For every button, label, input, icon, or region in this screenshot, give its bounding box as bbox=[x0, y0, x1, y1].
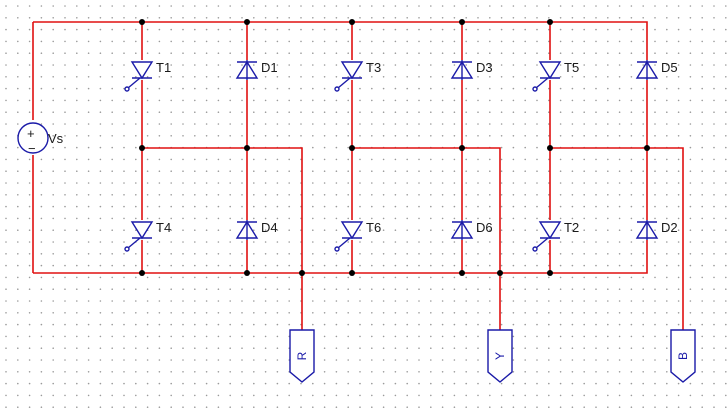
diode-label: D4 bbox=[261, 220, 278, 235]
diode-label: D3 bbox=[476, 60, 493, 75]
leg2-output-wire bbox=[352, 147, 501, 330]
thyristor-t2[interactable]: T2 bbox=[532, 220, 579, 252]
thyristor-t1[interactable]: T1 bbox=[124, 60, 171, 92]
diode-d1[interactable]: D1 bbox=[235, 60, 278, 80]
diode-label: D2 bbox=[661, 220, 678, 235]
diode-d2[interactable]: D2 bbox=[635, 220, 678, 240]
diode-d3[interactable]: D3 bbox=[450, 60, 493, 80]
top-rail bbox=[33, 21, 648, 148]
thyristor-label: T3 bbox=[366, 60, 381, 75]
diode-d6[interactable]: D6 bbox=[450, 220, 493, 240]
output-label-b: B bbox=[676, 352, 690, 360]
diode-label: D5 bbox=[661, 60, 678, 75]
source-plus-sign: + bbox=[27, 126, 35, 141]
diode-label: D6 bbox=[476, 220, 493, 235]
thyristor-t3[interactable]: T3 bbox=[334, 60, 381, 92]
thyristor-label: T1 bbox=[156, 60, 171, 75]
thyristor-label: T4 bbox=[156, 220, 171, 235]
diode-d4[interactable]: D4 bbox=[235, 220, 278, 240]
thyristor-label: T5 bbox=[564, 60, 579, 75]
grid-dots bbox=[5, 5, 727, 409]
thyristor-label: T2 bbox=[564, 220, 579, 235]
output-port-b[interactable]: B bbox=[670, 329, 696, 383]
output-label-y: Y bbox=[493, 352, 507, 360]
thyristor-t6[interactable]: T6 bbox=[334, 220, 381, 252]
diode-d5[interactable]: D5 bbox=[635, 60, 678, 80]
source-minus-sign: − bbox=[28, 141, 36, 156]
diode-label: D1 bbox=[261, 60, 278, 75]
output-label-r: R bbox=[295, 351, 309, 360]
dc-source-vs[interactable]: + − Vs bbox=[17, 122, 64, 156]
bottom-rail bbox=[33, 148, 648, 274]
output-port-y[interactable]: Y bbox=[487, 329, 513, 383]
leg3-output-wire bbox=[550, 147, 684, 330]
junction-nodes bbox=[139, 19, 650, 276]
source-label: Vs bbox=[48, 131, 64, 146]
output-port-r[interactable]: R bbox=[289, 329, 315, 383]
thyristor-t4[interactable]: T4 bbox=[124, 220, 171, 252]
thyristor-label: T6 bbox=[366, 220, 381, 235]
thyristor-t5[interactable]: T5 bbox=[532, 60, 579, 92]
leg1-output-wire bbox=[142, 147, 303, 330]
